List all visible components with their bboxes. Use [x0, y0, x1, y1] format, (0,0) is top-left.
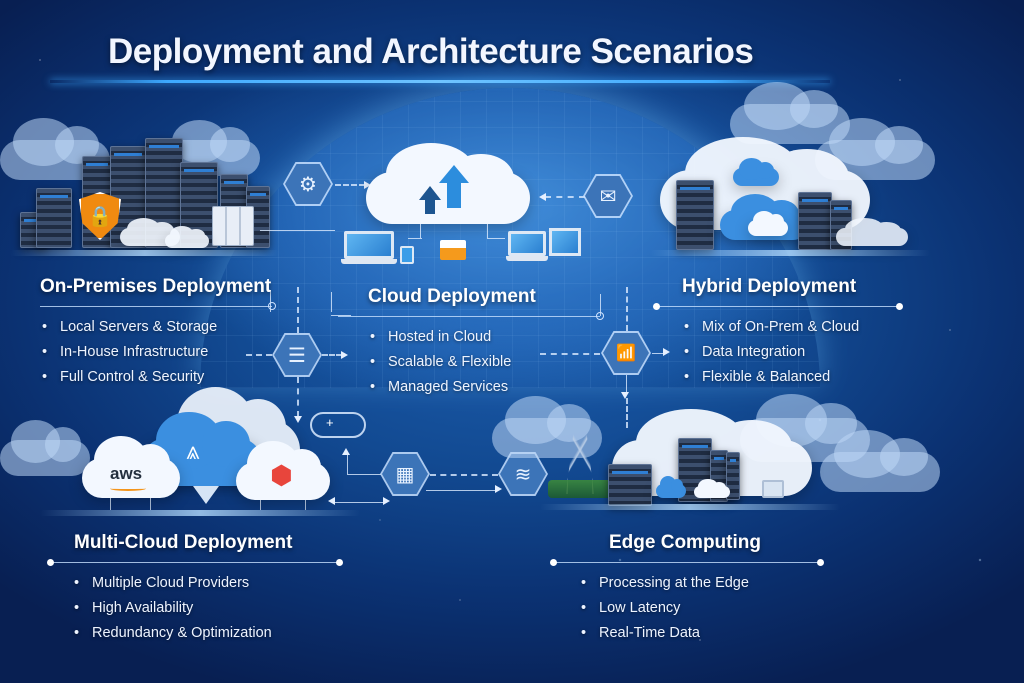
- wifi-icon: 📶: [616, 345, 636, 362]
- section-heading: On-Premises Deployment: [40, 276, 272, 297]
- section-divider: [40, 302, 276, 310]
- section-divider: [653, 303, 903, 310]
- list-item: Data Integration: [682, 340, 900, 365]
- funnel-shape: [193, 486, 219, 504]
- list-item: Processing at the Edge: [579, 571, 821, 596]
- section-heading: Edge Computing: [609, 532, 761, 553]
- gcp-logo-icon: ⬢: [270, 460, 293, 490]
- server-icon: ☰: [288, 344, 306, 367]
- edge-computing-section: Edge Computing Processing at the Edge Lo…: [550, 532, 824, 646]
- list-item: Mix of On-Prem & Cloud: [682, 315, 900, 340]
- aws-cloud: aws: [82, 436, 180, 498]
- laptop-icon: [341, 231, 397, 267]
- section-heading: Hybrid Deployment: [682, 276, 857, 297]
- azure-logo-icon: ⩓: [186, 438, 200, 465]
- list-item: Managed Services: [368, 375, 600, 400]
- server-hex-node: ☰: [272, 333, 322, 377]
- gear-hex-node: ⚙: [283, 162, 333, 206]
- folder-icon: [440, 240, 466, 260]
- signal-tower-icon: ≋: [514, 463, 532, 486]
- cloud-icon: [733, 158, 779, 186]
- edge-terminal-icon: [762, 480, 784, 498]
- section-divider: [550, 559, 824, 566]
- hybrid-section: Hybrid Deployment Mix of On-Prem & Cloud…: [653, 276, 903, 390]
- list-item: Scalable & Flexible: [368, 350, 600, 375]
- list-item: In-House Infrastructure: [40, 340, 272, 365]
- section-divider: [338, 312, 604, 320]
- on-premises-section: On-Premises Deployment Local Servers & S…: [40, 276, 276, 390]
- cloud-plus-icon: +: [310, 412, 366, 438]
- title-underline: [50, 80, 830, 83]
- section-heading: Cloud Deployment: [368, 286, 536, 307]
- aws-logo: aws: [110, 464, 143, 483]
- section-divider: [47, 559, 343, 566]
- cloud-section: Cloud Deployment Hosted in Cloud Scalabl…: [338, 286, 604, 400]
- lock-icon: 🔒: [87, 205, 113, 228]
- section-heading: Multi-Cloud Deployment: [74, 532, 293, 553]
- storage-array: [212, 206, 254, 246]
- multi-cloud-section: Multi-Cloud Deployment Multiple Cloud Pr…: [47, 532, 343, 646]
- mail-icon: ✉: [599, 185, 617, 208]
- gcp-cloud: ⬢: [236, 441, 330, 500]
- list-item: Hosted in Cloud: [368, 325, 600, 350]
- grid-icon: ▦: [395, 463, 415, 486]
- list-item: High Availability: [72, 596, 340, 621]
- list-item: Local Servers & Storage: [40, 315, 272, 340]
- grid-hex-node: ▦: [380, 452, 430, 496]
- laptop-icon: [505, 231, 549, 263]
- tablet-icon: [400, 246, 414, 264]
- list-item: Real-Time Data: [579, 621, 821, 646]
- list-item: Full Control & Security: [40, 365, 272, 390]
- list-item: Multiple Cloud Providers: [72, 571, 340, 596]
- gear-icon: ⚙: [299, 173, 317, 196]
- list-item: Flexible & Balanced: [682, 365, 900, 390]
- page-title: Deployment and Architecture Scenarios: [108, 32, 754, 71]
- monitor-icon: [549, 228, 581, 256]
- list-item: Low Latency: [579, 596, 821, 621]
- signal-hex-node: ≋: [498, 452, 548, 496]
- list-item: Redundancy & Optimization: [72, 621, 340, 646]
